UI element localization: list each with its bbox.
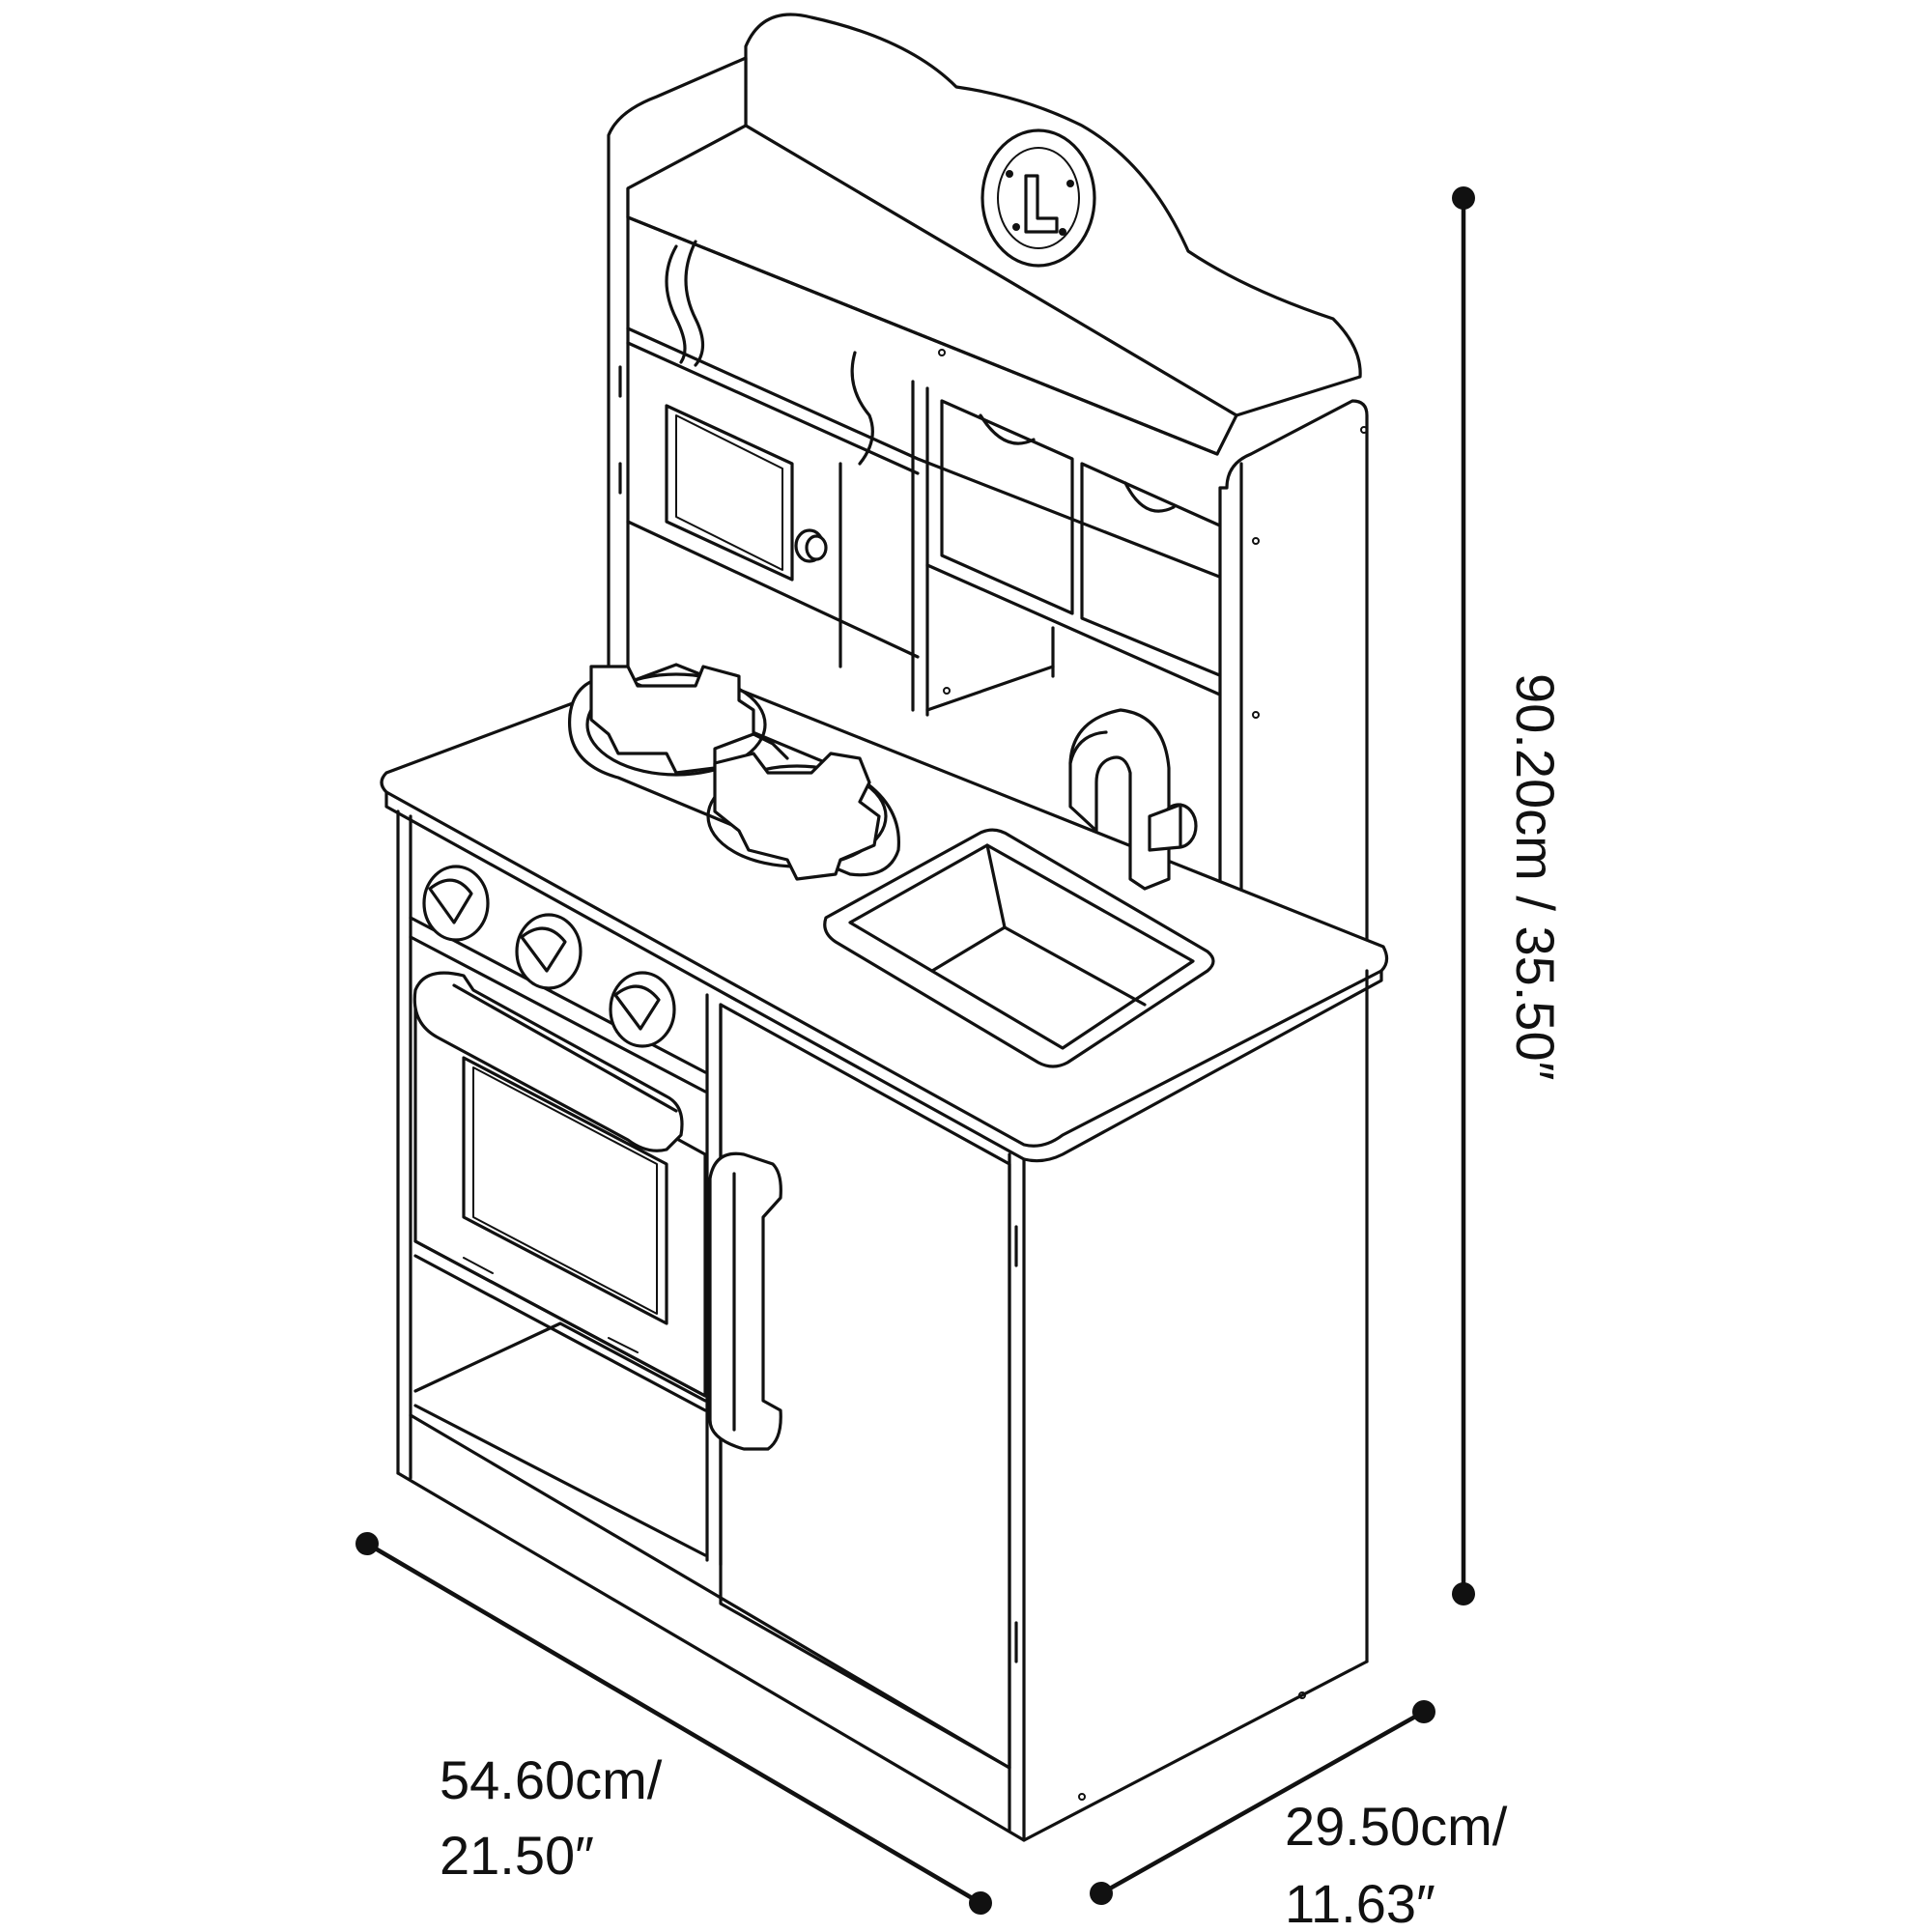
knob-1-icon [422, 865, 490, 942]
height-dimension-label: 90.20cm / 35.50″ [1505, 673, 1566, 1080]
grate-right-icon [713, 752, 881, 881]
burner-left [585, 672, 767, 777]
knob-2-icon [515, 913, 582, 990]
hutch-back-panel [744, 13, 1362, 417]
depth-dim-right-dot [1412, 1700, 1435, 1723]
width-dimension-label-2: 21.50″ [440, 1825, 594, 1886]
stovetop [568, 665, 901, 881]
hutch-top-shelf [626, 124, 1238, 456]
depth-dimension-label-2: 11.63″ [1285, 1873, 1435, 1932]
depth-dim-left-dot [1090, 1882, 1113, 1905]
clock-icon [980, 128, 1096, 268]
door-handle [708, 1151, 782, 1451]
height-dim-bottom-dot [1452, 1582, 1475, 1605]
depth-dimension: 29.50cm/ 11.63″ [1090, 1700, 1508, 1932]
oven-window [462, 1056, 668, 1325]
knob-3-icon [609, 971, 676, 1048]
width-dimension: 54.60cm/ 21.50″ [355, 1532, 992, 1915]
oven-knobs [422, 865, 676, 1048]
depth-dimension-label-1: 29.50cm/ [1285, 1796, 1508, 1857]
sink [823, 828, 1215, 1068]
faucet-icon [1068, 708, 1198, 891]
sink-basin [848, 843, 1195, 1050]
height-dim-top-dot [1452, 186, 1475, 210]
hutch-right-panel [1218, 399, 1369, 1021]
hutch-drawers [925, 399, 1224, 712]
sink-rim [823, 828, 1215, 1068]
width-dimension-label-1: 54.60cm/ [440, 1749, 663, 1810]
microwave-knob [794, 528, 828, 563]
base-cabinet [396, 810, 1369, 1842]
oven-handle [412, 971, 684, 1152]
hutch [607, 13, 1369, 1021]
width-dim-left-dot [355, 1532, 379, 1555]
width-dim-right-dot [969, 1891, 992, 1915]
microwave-door [665, 404, 794, 582]
height-dimension: 90.20cm / 35.50″ [1452, 186, 1566, 1605]
